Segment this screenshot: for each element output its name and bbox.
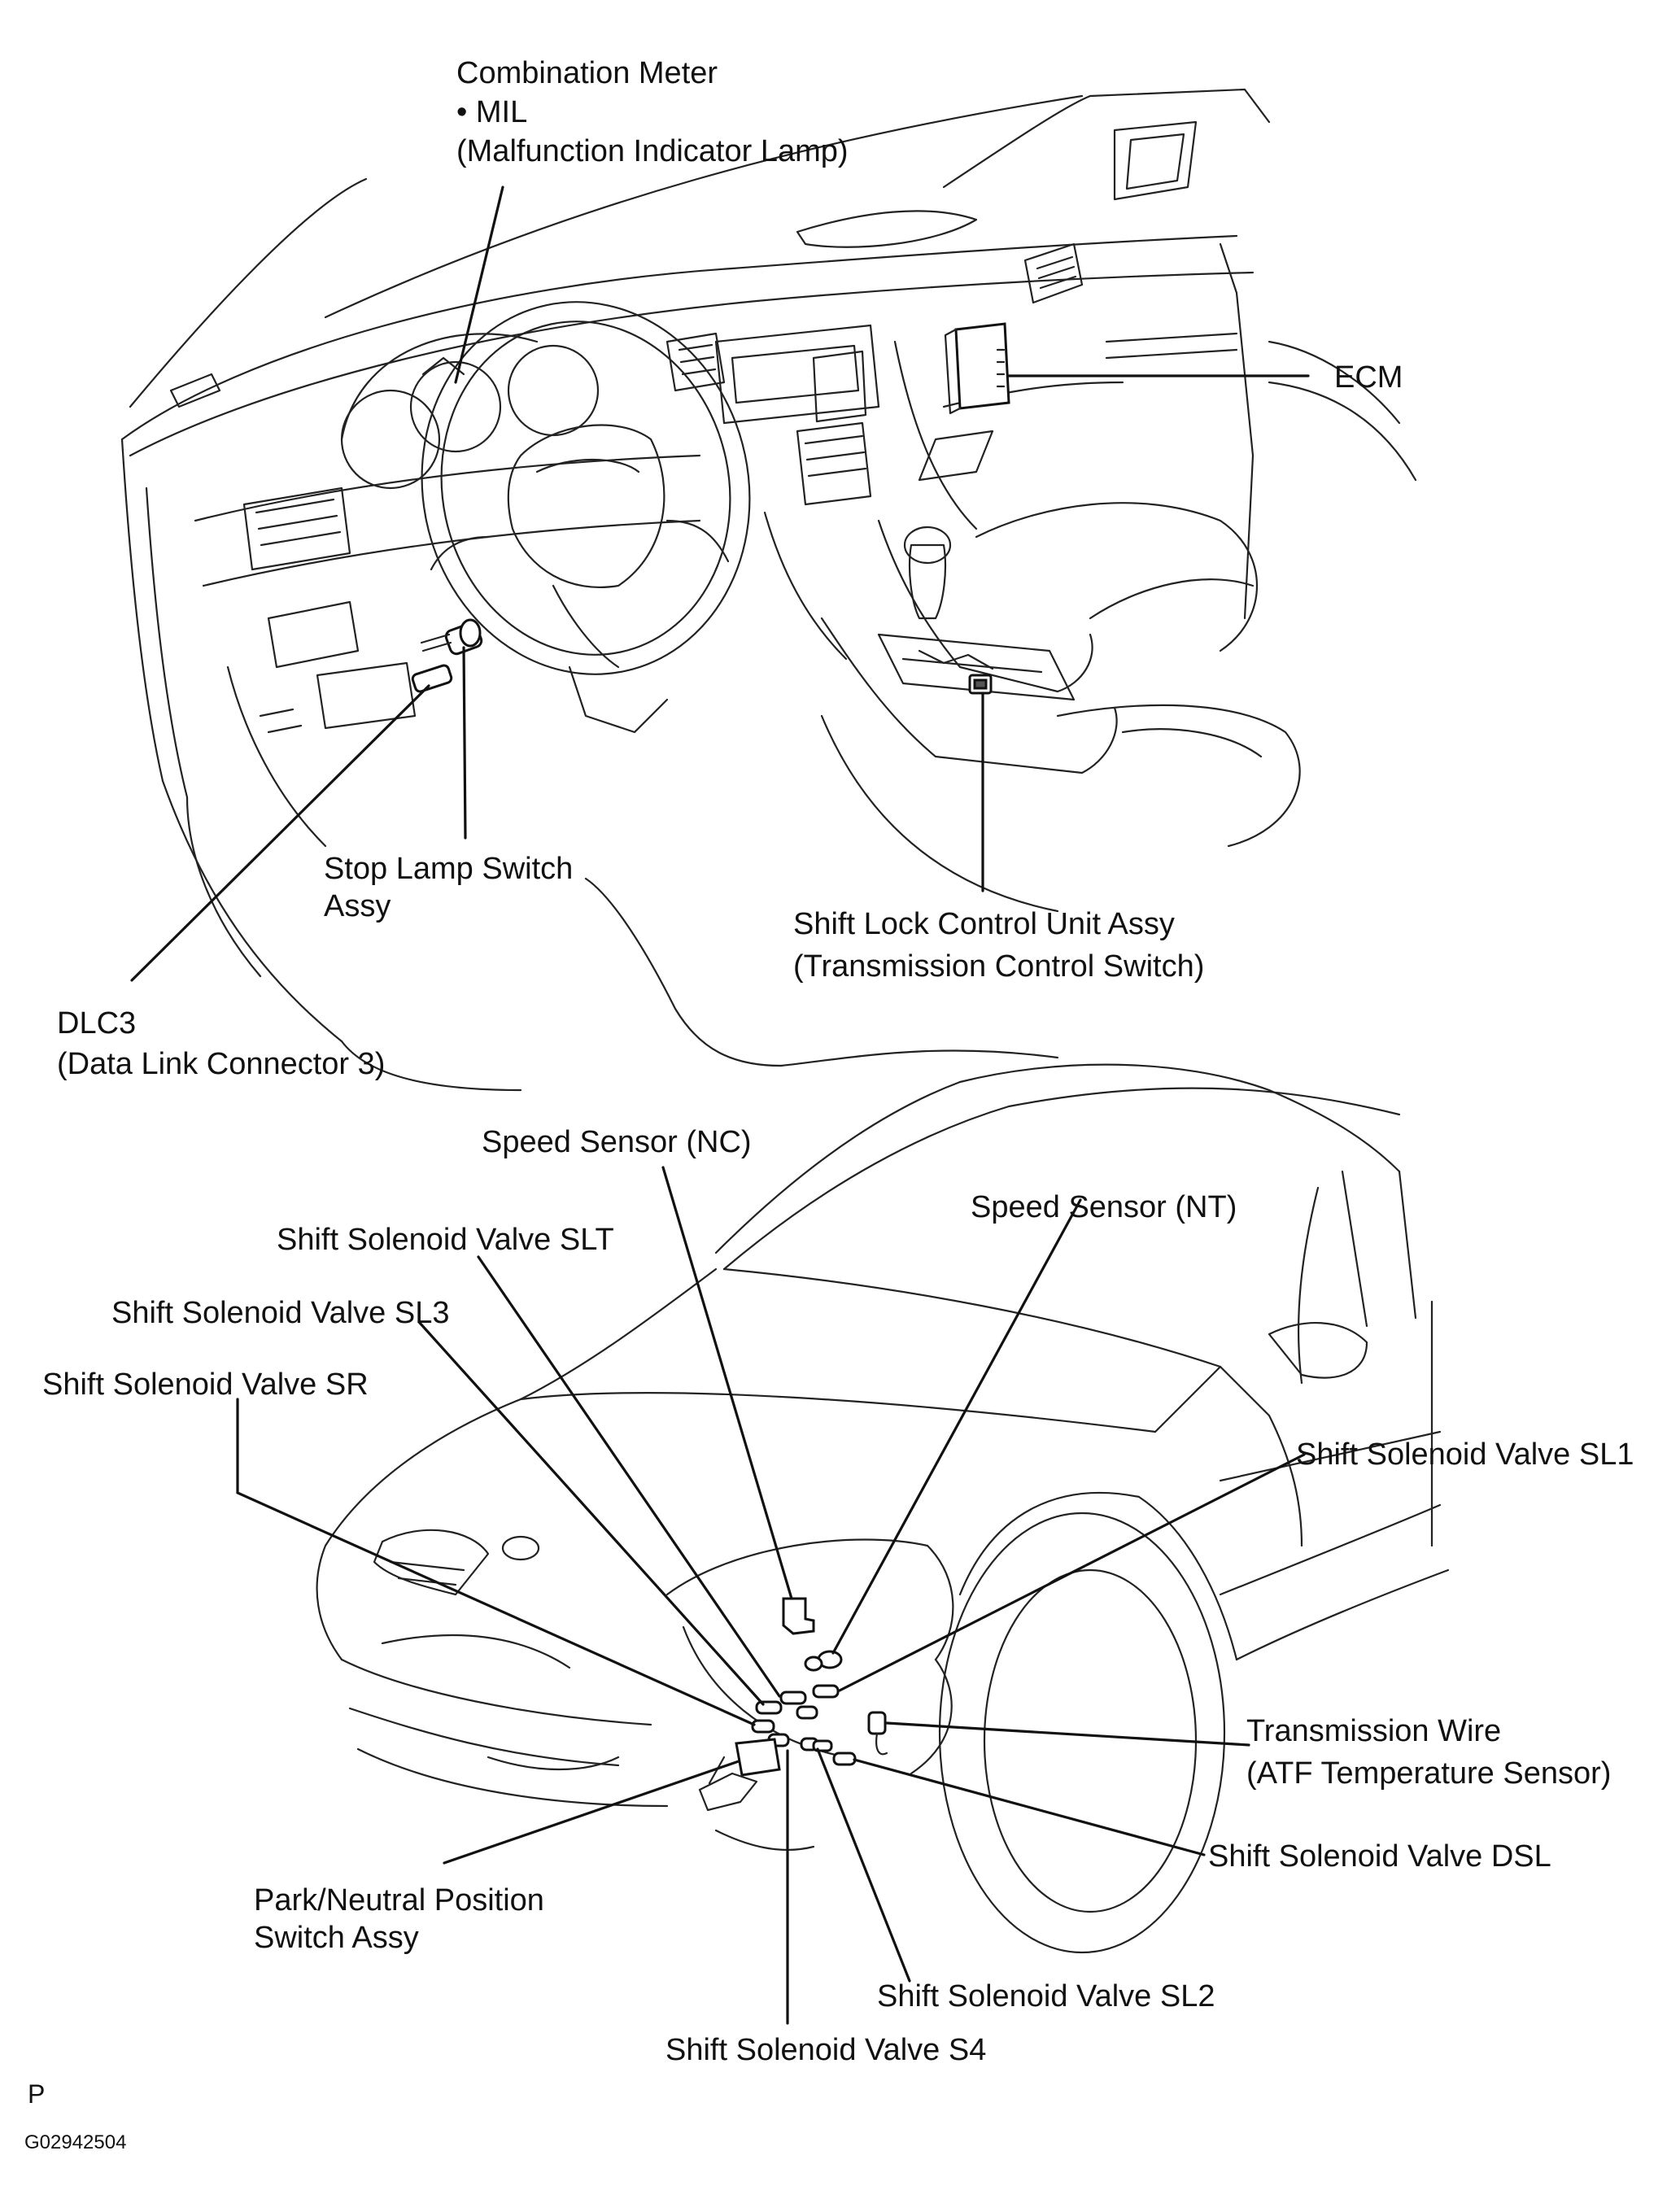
vehicle-exterior-drawing bbox=[316, 1063, 1450, 1954]
label-speed-sensor-nt: Speed Sensor (NT) bbox=[971, 1190, 1237, 1224]
dlc3-part bbox=[411, 664, 453, 693]
label-ecm: ECM bbox=[1334, 360, 1403, 395]
label-speed-sensor-nc: Speed Sensor (NC) bbox=[482, 1125, 752, 1159]
label-park-neutral-switch-assy: Switch Assy bbox=[254, 1921, 419, 1955]
label-transmission-control-switch: (Transmission Control Switch) bbox=[793, 949, 1204, 984]
label-shift-solenoid-valve-sl3: Shift Solenoid Valve SL3 bbox=[111, 1296, 449, 1330]
label-atf-temperature-sensor: (ATF Temperature Sensor) bbox=[1246, 1756, 1611, 1791]
shift-lock-control-unit-part bbox=[968, 674, 993, 695]
label-transmission-wire: Transmission Wire bbox=[1246, 1714, 1501, 1748]
footer-letter: P bbox=[28, 2079, 45, 2109]
label-park-neutral-position: Park/Neutral Position bbox=[254, 1883, 544, 1917]
dashboard-interior-drawing bbox=[120, 88, 1417, 1092]
ecm-unit bbox=[944, 322, 1010, 415]
leader-lines bbox=[130, 185, 1310, 2025]
label-mil-full: (Malfunction Indicator Lamp) bbox=[456, 134, 849, 168]
label-data-link-connector: (Data Link Connector 3) bbox=[57, 1047, 385, 1081]
label-shift-solenoid-valve-sr: Shift Solenoid Valve SR bbox=[42, 1368, 369, 1402]
label-stop-lamp-switch: Stop Lamp Switch bbox=[324, 852, 573, 886]
label-mil: • MIL bbox=[456, 95, 527, 129]
label-dlc3: DLC3 bbox=[57, 1006, 136, 1040]
label-shift-solenoid-valve-sl1: Shift Solenoid Valve SL1 bbox=[1296, 1437, 1634, 1472]
label-combination-meter: Combination Meter bbox=[456, 56, 718, 90]
label-shift-solenoid-valve-s4: Shift Solenoid Valve S4 bbox=[665, 2033, 986, 2067]
figure-code: G02942504 bbox=[24, 2131, 126, 2153]
component-labels: Combination Meter • MIL (Malfunction Ind… bbox=[24, 56, 1634, 2153]
label-shift-lock-control-unit: Shift Lock Control Unit Assy bbox=[793, 907, 1175, 941]
label-stop-lamp-switch-assy: Assy bbox=[324, 889, 391, 923]
label-shift-solenoid-valve-slt: Shift Solenoid Valve SLT bbox=[277, 1223, 614, 1257]
stop-lamp-switch-part bbox=[420, 618, 483, 656]
transmission-components bbox=[698, 1597, 888, 1812]
label-shift-solenoid-valve-dsl: Shift Solenoid Valve DSL bbox=[1208, 1839, 1551, 1874]
label-shift-solenoid-valve-sl2: Shift Solenoid Valve SL2 bbox=[877, 1979, 1215, 2013]
